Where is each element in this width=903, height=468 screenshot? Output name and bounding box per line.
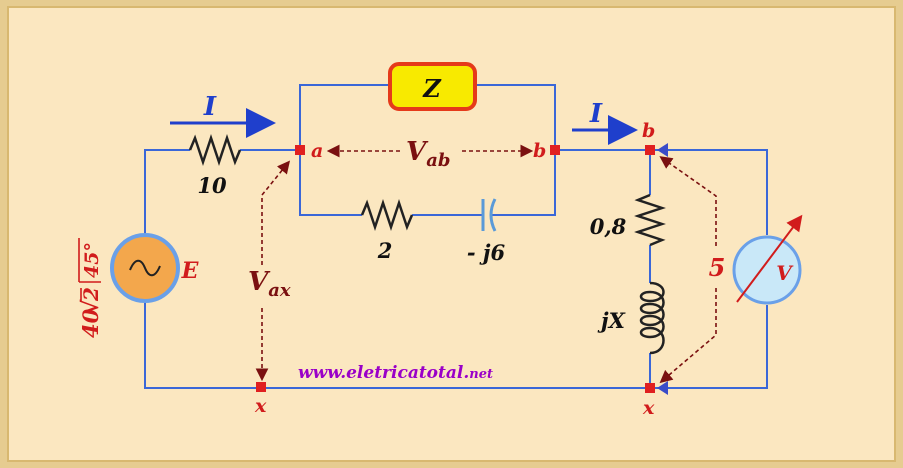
r-branch-label: 2 — [377, 238, 393, 263]
r-series-label: 10 — [197, 173, 227, 198]
meter-5-arrows — [659, 156, 717, 384]
node-a-label: a — [311, 140, 323, 162]
ac-source-icon — [110, 233, 180, 303]
probe-top-icon — [657, 143, 668, 157]
node-x-left-label: x — [254, 395, 267, 417]
source-name-label: E — [181, 258, 200, 284]
voltmeter-icon — [732, 214, 803, 305]
svg-text:2: 2 — [79, 287, 103, 302]
voltmeter-label: V — [776, 261, 794, 285]
l-load-label: jX — [597, 308, 626, 333]
resistor-0-8-ohm — [634, 193, 666, 247]
resistor-10-ohm — [188, 134, 242, 166]
current-label-left: I — [203, 92, 217, 122]
node-b-right-label: b — [642, 120, 655, 142]
vax-arrows — [255, 160, 291, 382]
c-branch-label: - j6 — [467, 240, 506, 265]
probe-bottom-icon — [657, 381, 668, 395]
node-b-right — [645, 145, 655, 155]
capacitor-icon — [481, 198, 497, 232]
meter-reading-label: 5 — [709, 253, 726, 282]
node-x-right — [645, 383, 655, 393]
current-label-right: I — [589, 99, 603, 129]
node-x-right-label: x — [642, 397, 655, 419]
node-a — [295, 145, 305, 155]
svg-text:40: 40 — [78, 308, 103, 338]
inductor-icon — [639, 281, 665, 355]
svg-text:√: √ — [78, 299, 104, 314]
source-value: 40 √ 2 45° — [78, 238, 104, 338]
resistor-2-ohm — [360, 199, 414, 231]
node-b-left — [550, 145, 560, 155]
vax-label: Vax — [248, 267, 291, 301]
svg-text:45°: 45° — [81, 242, 103, 278]
vab-label: Vab — [406, 137, 450, 171]
website-label: www.eletricatotal.net — [298, 363, 493, 383]
node-b-left-label: b — [533, 140, 546, 162]
r-load-label: 0,8 — [590, 214, 627, 239]
node-x-left — [256, 382, 266, 392]
wires — [144, 84, 768, 389]
impedance-z-label: Z — [422, 74, 442, 103]
impedance-z-box — [388, 62, 477, 111]
